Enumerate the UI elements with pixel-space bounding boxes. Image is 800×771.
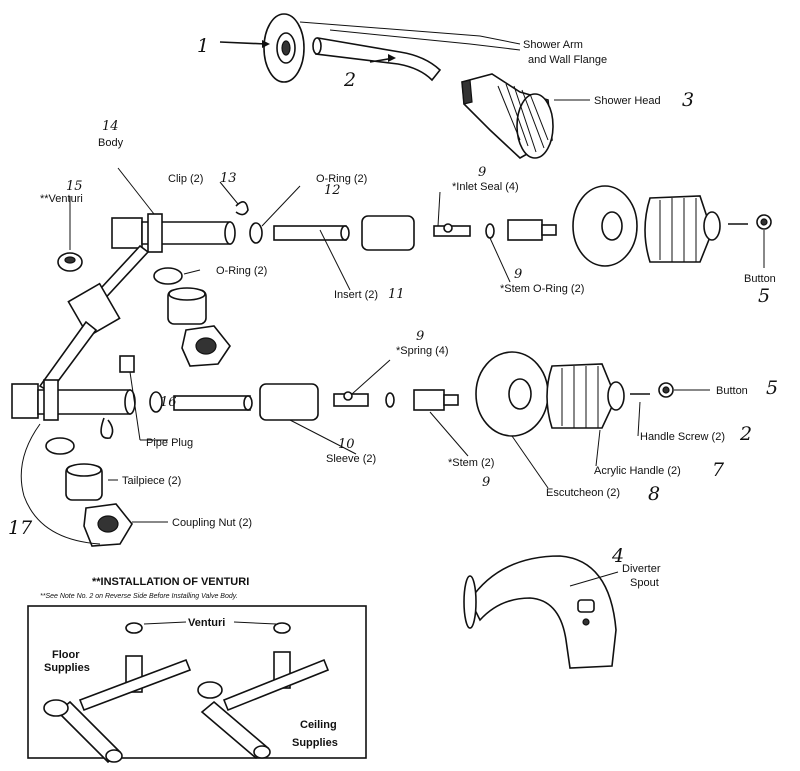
label-button-top: Button [744, 273, 776, 285]
label-venturi: **Venturi [40, 193, 83, 205]
bracket-17 [20, 423, 101, 545]
inset-ceiling-assembly [197, 622, 330, 760]
shower-head-ribs [497, 83, 549, 153]
label-spout: Spout [630, 577, 659, 589]
tailpiece-upper [167, 287, 207, 325]
coupling-nut-lower [83, 503, 133, 547]
inset-note: **See Note No. 2 on Reverse Side Before … [40, 593, 238, 600]
o-ring-top [249, 222, 263, 244]
number-5-top: 5 [758, 285, 770, 307]
wall-flange [263, 13, 305, 83]
coupling-nut-upper [181, 325, 231, 367]
inset-frame [27, 605, 367, 759]
label-stem-o-ring: *Stem O-Ring (2) [500, 283, 584, 295]
number-17: 17 [8, 517, 33, 539]
number-7: 7 [712, 459, 725, 481]
label-body: Body [98, 137, 124, 149]
venturi-installation-inset: **INSTALLATION OF VENTURI **See Note No.… [27, 576, 367, 764]
stem-top [507, 219, 557, 241]
number-12: 12 [324, 183, 341, 198]
label-stem: *Stem (2) [448, 457, 494, 469]
label-acrylic-handle: Acrylic Handle (2) [594, 465, 681, 477]
label-coupling-nut: Coupling Nut (2) [172, 517, 252, 529]
label-o-ring-left: O-Ring (2) [216, 265, 267, 277]
escutcheon-top [572, 185, 638, 267]
number-3: 3 [682, 89, 694, 111]
number-5-mid: 5 [766, 377, 778, 399]
pipe-plug [119, 355, 135, 373]
insert-lower [173, 395, 253, 411]
label-insert: Insert (2) [334, 289, 378, 301]
inset-floor-label-1: Floor [52, 649, 80, 661]
label-wall-flange: and Wall Flange [528, 54, 607, 66]
number-9-stem: 9 [482, 475, 490, 490]
inlet-seal-top [433, 223, 471, 237]
label-button-mid: Button [716, 385, 748, 397]
number-9-spring: 9 [416, 329, 424, 344]
button-top [756, 214, 772, 230]
part-labels: 1 2 Shower Arm and Wall Flange Shower He… [8, 35, 778, 589]
label-handle-screw: Handle Screw (2) [640, 431, 725, 443]
number-9-inlet: 9 [478, 165, 486, 180]
riser-tube [38, 244, 150, 394]
label-shower-arm: Shower Arm [523, 39, 583, 51]
number-11: 11 [388, 287, 405, 302]
inset-ceiling-label-1: Ceiling [300, 719, 337, 731]
sleeve-top [361, 215, 415, 251]
number-10: 10 [338, 437, 355, 452]
sleeve-lower [259, 383, 319, 421]
number-16: 16 [160, 395, 177, 410]
label-pipe-plug: Pipe Plug [146, 437, 193, 449]
label-o-ring-top: O-Ring (2) [316, 173, 367, 185]
label-shower-head: Shower Head [594, 95, 661, 107]
leader-lines-top [219, 21, 590, 101]
label-tailpiece: Tailpiece (2) [122, 475, 181, 487]
number-14: 14 [102, 119, 119, 134]
stem-o-ring-lower [385, 392, 395, 408]
inset-title: **INSTALLATION OF VENTURI [92, 576, 249, 588]
label-spring: *Spring (4) [396, 345, 449, 357]
valve-body-lower [11, 379, 136, 421]
stem-o-ring-top [485, 223, 495, 239]
escutcheon-lower [475, 351, 549, 437]
inset-venturi-label: Venturi [188, 617, 225, 629]
inset-ceiling-label-2: Supplies [292, 737, 338, 749]
leader-lines [69, 167, 765, 587]
valve-body-upper [111, 213, 236, 253]
label-clip: Clip (2) [168, 173, 203, 185]
spring-lower [333, 391, 369, 407]
acrylic-handle-top [644, 195, 721, 263]
number-4: 4 [611, 545, 624, 567]
stem-lower [413, 389, 459, 411]
clip-top [235, 201, 249, 216]
inset-floor-label-2: Supplies [44, 662, 90, 674]
o-ring-left [153, 267, 183, 285]
number-1: 1 [197, 35, 209, 57]
number-9-oring: 9 [514, 267, 522, 282]
o-ring-lower [149, 391, 163, 413]
number-2-screw: 2 [739, 423, 752, 445]
number-2: 2 [343, 69, 356, 91]
label-inlet-seal: *Inlet Seal (4) [452, 181, 519, 193]
inset-floor-assembly [43, 622, 192, 764]
label-diverter: Diverter [622, 563, 661, 575]
clip-lower [100, 417, 114, 439]
venturi-part [57, 252, 83, 272]
shower-head [461, 73, 554, 159]
o-ring-lower-left [45, 437, 75, 455]
acrylic-handle-lower [546, 363, 625, 429]
shower-arm [312, 37, 442, 82]
tailpiece-lower [65, 463, 103, 501]
number-15: 15 [66, 179, 83, 194]
number-13: 13 [220, 171, 237, 186]
insert-top [273, 225, 350, 241]
label-escutcheon: Escutcheon (2) [546, 487, 620, 499]
label-sleeve: Sleeve (2) [326, 453, 376, 465]
number-8: 8 [648, 483, 660, 505]
diverter-spout [463, 555, 617, 669]
button-lower [658, 382, 674, 398]
